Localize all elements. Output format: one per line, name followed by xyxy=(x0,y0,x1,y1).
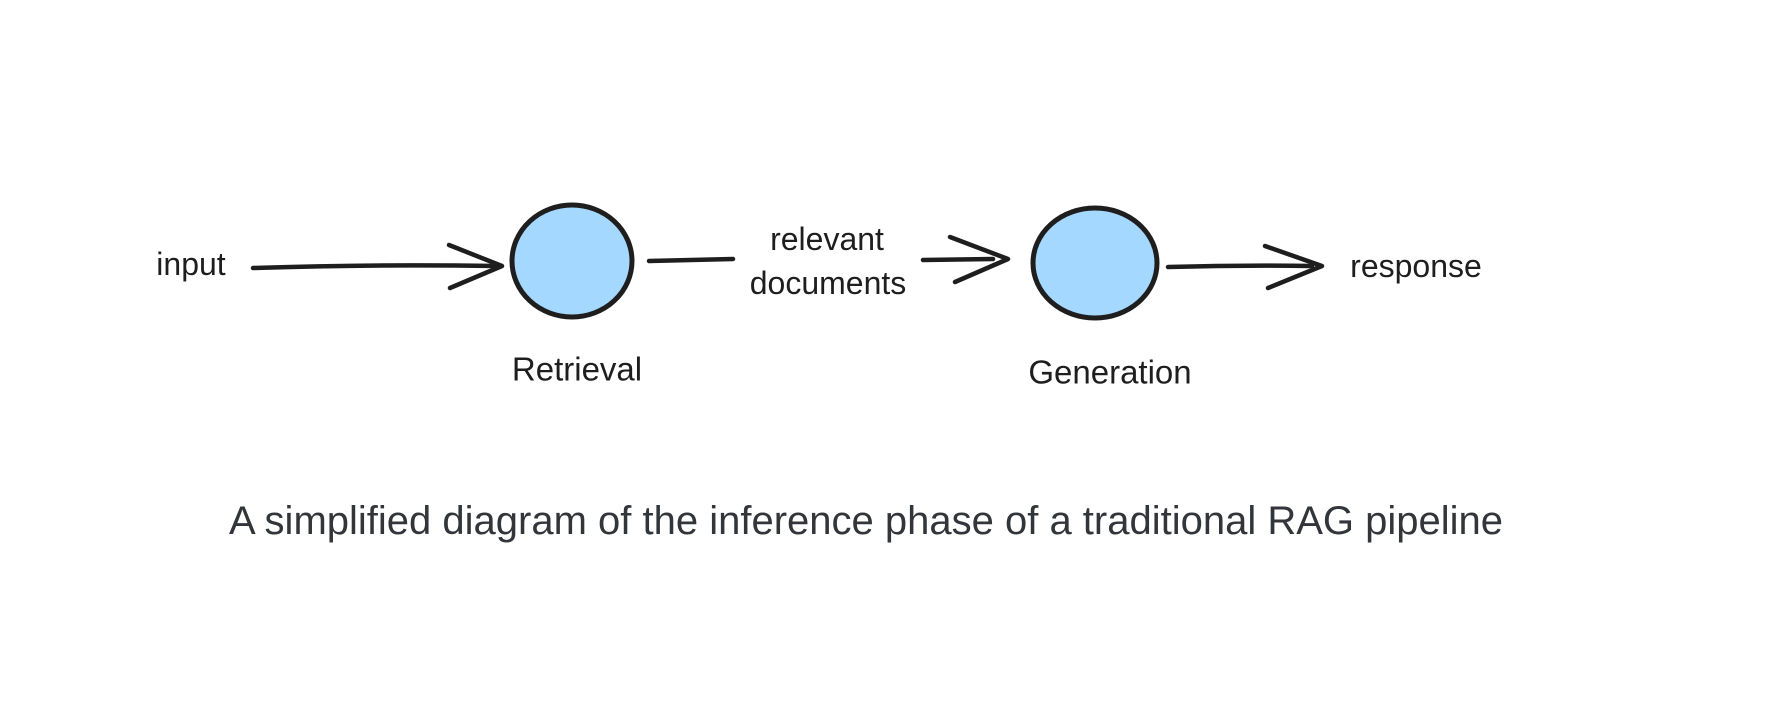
arrow-generation-to-response xyxy=(1165,243,1325,291)
arrow-shaft xyxy=(920,256,996,263)
arrow-input-to-retrieval xyxy=(250,242,505,291)
relevant-documents-label-line2: documents xyxy=(750,265,907,301)
arrow-documents-to-generation xyxy=(920,234,1011,285)
relevant-documents-label-line1: relevant xyxy=(770,221,884,257)
input-label: input xyxy=(156,246,226,282)
arrow-head xyxy=(446,242,505,291)
generation-node-label: Generation xyxy=(1028,354,1191,391)
retrieval-node xyxy=(509,202,635,320)
arrow-shaft xyxy=(1165,263,1315,270)
connector-retrieval-to-documents xyxy=(646,256,736,264)
retrieval-node-label: Retrieval xyxy=(512,351,642,388)
arrow-head xyxy=(1262,243,1325,291)
response-label: response xyxy=(1350,248,1482,284)
arrow-shaft xyxy=(250,263,500,271)
caption: A simplified diagram of the inference ph… xyxy=(229,499,1503,543)
generation-node xyxy=(1030,205,1160,321)
arrow-head xyxy=(947,234,1011,285)
